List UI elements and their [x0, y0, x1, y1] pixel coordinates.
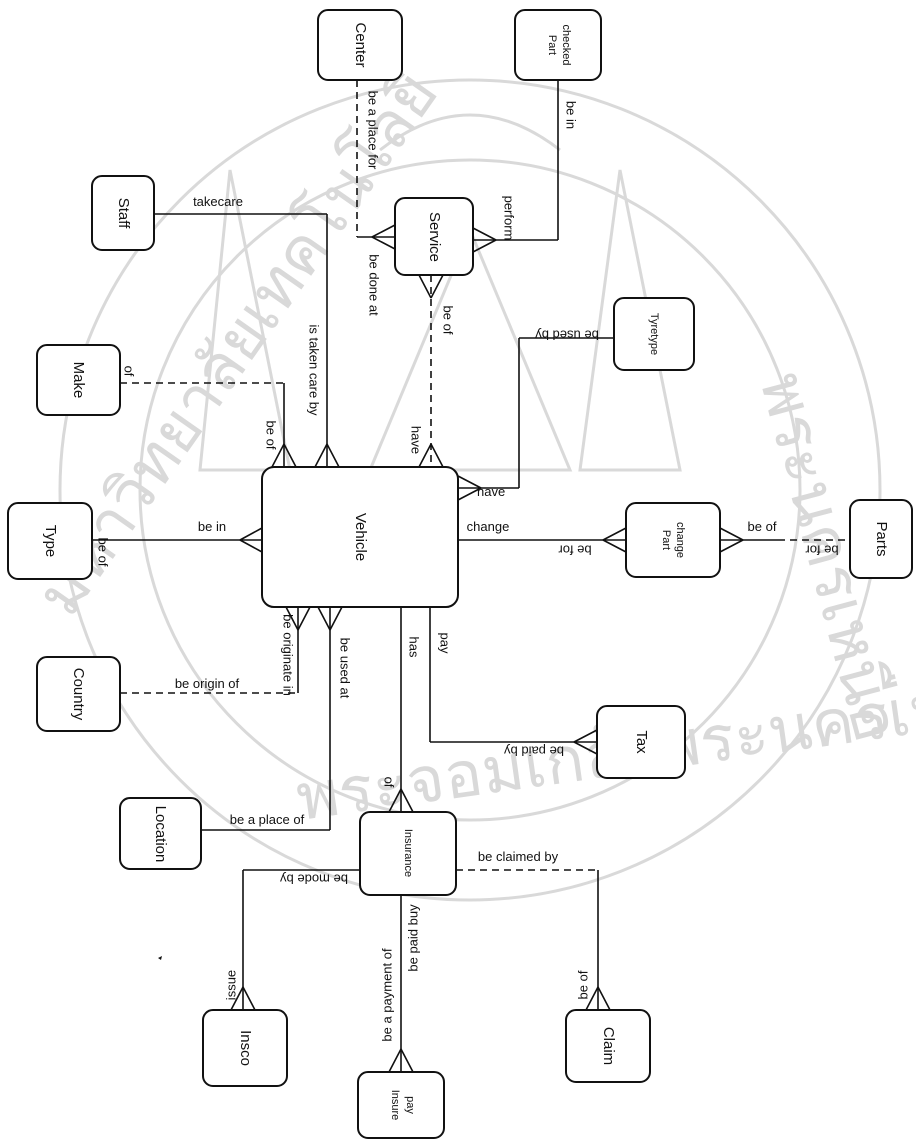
label-be-for-part-change: be for: [558, 543, 592, 558]
entity-claim[interactable]: Claim: [566, 1010, 650, 1082]
label-issue: issue: [223, 970, 238, 1000]
entity-center-label: Center: [352, 22, 369, 67]
entity-part-change-label-2: change: [674, 522, 686, 558]
entity-country[interactable]: Country: [37, 657, 120, 731]
label-be-a-place-for: be a place for: [366, 91, 381, 170]
entity-staff[interactable]: Staff: [92, 176, 154, 250]
label-be-in-part-checked: be in: [564, 101, 579, 129]
entity-insure-pay-label-1: Insure: [389, 1090, 401, 1121]
entity-make[interactable]: Make: [37, 345, 120, 415]
label-be-used-at: be used at: [338, 638, 353, 699]
label-is-taken-care-by: is taken care by: [307, 324, 322, 416]
entity-claim-label: Claim: [600, 1027, 617, 1065]
label-be-done-at: be done at: [367, 254, 382, 316]
entity-service[interactable]: Service: [395, 198, 473, 275]
label-of-make: of: [122, 366, 137, 377]
entity-tyretype-label: Tyretype: [648, 313, 660, 355]
entity-country-label: Country: [70, 668, 87, 721]
label-be-in-type: be in: [198, 519, 226, 534]
label-be-of-part-change: be of: [748, 519, 777, 534]
entity-staff-label: Staff: [115, 198, 132, 229]
entity-parts[interactable]: Parts: [850, 500, 912, 578]
entity-insurance-label: Insurance: [402, 829, 414, 877]
label-be-paid-by: be paid by: [504, 744, 564, 759]
entity-vehicle-label: Vehicle: [352, 513, 369, 561]
label-takecare: takecare: [193, 194, 243, 209]
entity-vehicle[interactable]: Vehicle: [262, 467, 458, 607]
entity-part-change[interactable]: Part change: [626, 503, 720, 577]
entity-part-checked[interactable]: Part checked: [515, 10, 601, 80]
entity-parts-label: Parts: [873, 521, 890, 556]
label-be-originate-in: be originate in: [281, 614, 296, 696]
label-have-service: have: [409, 426, 424, 454]
entity-insure-pay[interactable]: Insure pay: [358, 1072, 444, 1138]
label-be-made-by: be mode by: [280, 872, 348, 887]
entity-location[interactable]: Location: [120, 798, 201, 869]
entity-type[interactable]: Type: [8, 503, 92, 579]
label-change: change: [467, 519, 510, 534]
entity-tax[interactable]: Tax: [597, 706, 685, 778]
entity-part-checked-label-2: checked: [560, 25, 572, 66]
entity-type-label: Type: [42, 525, 59, 558]
entity-service-label: Service: [426, 212, 443, 262]
entity-make-label: Make: [70, 362, 87, 399]
label-be-a-payment-of: be a payment of: [379, 948, 394, 1042]
label-be-paid-buy: be paid buy: [405, 904, 420, 972]
entity-insco-label: Insco: [237, 1030, 254, 1066]
label-be-claimed-by: be claimed by: [478, 849, 559, 864]
label-be-a-place-of: be a place of: [230, 812, 305, 827]
entity-center[interactable]: Center: [318, 10, 402, 80]
watermark-seal: มหาวิทยาลัยเทคโนโลยี พระจอมเกล้าพระนครเห…: [22, 59, 916, 900]
entity-insurance[interactable]: Insurance: [360, 812, 456, 895]
entity-insco[interactable]: Insco: [203, 1010, 287, 1086]
stray-mark: [158, 956, 162, 960]
label-of-insurance: of: [382, 777, 397, 788]
entity-part-change-label-1: Part: [660, 530, 672, 550]
entity-tax-label: Tax: [633, 730, 650, 754]
label-be-origin-of: be origin of: [175, 676, 240, 691]
label-pay: pay: [438, 633, 453, 654]
label-have-tyretype: have: [477, 484, 505, 499]
entity-location-label: Location: [152, 806, 169, 863]
label-be-used-by: be used by: [535, 328, 599, 343]
label-be-of-type: be of: [96, 538, 111, 567]
entity-tyretype[interactable]: Tyretype: [614, 298, 694, 370]
label-perform: perform: [502, 196, 517, 241]
label-be-for-parts: be for: [805, 543, 839, 558]
entity-insure-pay-label-2: pay: [404, 1096, 416, 1114]
label-be-of-claim: be of: [575, 970, 590, 999]
entity-part-checked-label-1: Part: [546, 35, 558, 55]
label-be-of-service: be of: [441, 306, 456, 335]
label-be-of-make: be of: [264, 421, 279, 450]
label-has: has: [407, 637, 422, 658]
